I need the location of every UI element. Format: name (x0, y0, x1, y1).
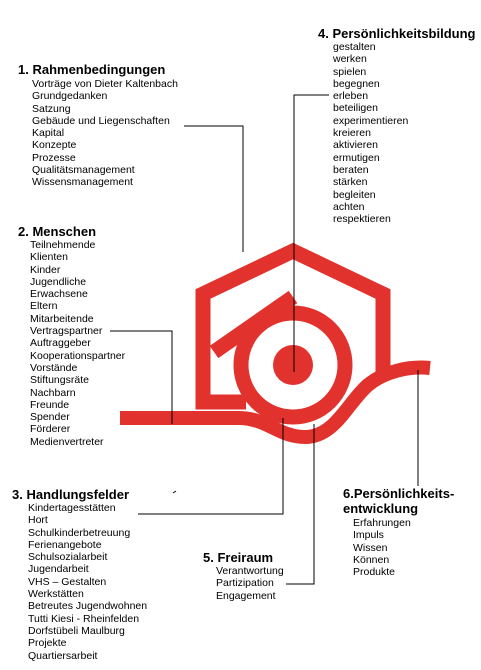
list-item: achten (333, 200, 365, 213)
list-item: beraten (333, 163, 369, 176)
list-item: gestalten (333, 41, 376, 53)
list-item: Verantwortung (216, 565, 284, 577)
connector-bildung (293, 94, 329, 372)
list-item: VHS – Gestalten (28, 575, 107, 588)
house-outline (195, 242, 391, 410)
section-handlungsfelder: 3. Handlungsfelder Kindertagesstätten Ho… (12, 487, 147, 662)
list-item: Jugendarbeit (28, 563, 89, 576)
heading-persoenlichkeitsentwicklung-line2: entwicklung (343, 501, 419, 516)
heading-handlungsfelder: 3. Handlungsfelder (12, 487, 130, 502)
list-item: Qualitätsmanagement (32, 164, 135, 177)
connector-lines (110, 94, 419, 585)
heading-persoenlichkeitsentwicklung-line1: 6.Persönlichkeits- (343, 486, 455, 501)
list-rahmenbedingungen: Vorträge von Dieter Kaltenbach Grundgeda… (32, 78, 178, 189)
list-persoenlichkeitsbildung: gestalten werken spielen begegnen erlebe… (333, 41, 475, 225)
list-item: Erfahrungen (353, 517, 411, 529)
list-item: Freunde (30, 398, 70, 411)
list-item: Ferienangebote (28, 538, 102, 551)
list-item: Betreutes Jugendwohnen (28, 600, 148, 613)
list-item: Förderer (30, 423, 71, 436)
heading-persoenlichkeitsbildung: 4. Persönlichkeitsbildung (318, 26, 476, 41)
list-item: Grundgedanken (32, 90, 108, 103)
list-item: kreieren (333, 127, 371, 140)
connector-handlung (138, 418, 284, 515)
list-item: Vorträge von Dieter Kaltenbach (32, 78, 178, 90)
list-item: Hort (28, 514, 48, 527)
list-item: Wissen (353, 541, 388, 554)
list-item: Konzepte (32, 139, 77, 152)
list-item: Medienvertreter (30, 435, 104, 448)
list-item: Partizipation (216, 577, 274, 590)
list-item: ermutigen (333, 151, 380, 164)
section-persoenlichkeitsbildung: 4. Persönlichkeitsbildung gestalten werk… (318, 26, 475, 225)
section-freiraum: 5. Freiraum Verantwortung Partizipation … (203, 550, 284, 602)
list-item: Klienten (30, 251, 68, 264)
list-freiraum: Verantwortung Partizipation Engagement (216, 565, 284, 602)
section-rahmenbedingungen: 1. Rahmenbedingungen Vorträge von Dieter… (18, 62, 178, 189)
list-item: Kapital (32, 127, 65, 140)
heading-freiraum: 5. Freiraum (203, 550, 274, 565)
list-item: begegnen (333, 77, 380, 90)
list-item: Vertragspartner (30, 325, 103, 338)
heading-rahmenbedingungen: 1. Rahmenbedingungen (18, 62, 166, 77)
list-item: aktivieren (333, 139, 378, 152)
list-item: Jugendliche (30, 275, 87, 288)
list-item: Auftraggeber (30, 337, 91, 350)
list-item: Können (353, 553, 390, 566)
section-menschen: 2. Menschen Teilnehmende Klienten Kinder… (18, 224, 125, 448)
list-item: Kinder (30, 263, 61, 276)
list-item: Vorstände (30, 361, 78, 374)
list-handlungsfelder: Kindertagesstätten Hort Schulkinderbetre… (28, 502, 147, 662)
list-item: spielen (333, 65, 367, 78)
list-item: Erwachsene (30, 288, 88, 301)
list-item: Satzung (32, 102, 71, 115)
house-logo (120, 242, 431, 445)
ground-band (120, 360, 431, 445)
list-persoenlichkeitsentwicklung: Erfahrungen Impuls Wissen Können Produkt… (353, 517, 454, 578)
list-menschen: Teilnehmende Klienten Kinder Jugendliche… (30, 239, 125, 448)
list-item: Kooperationspartner (30, 349, 126, 362)
heading-menschen: 2. Menschen (18, 224, 97, 239)
list-item: erleben (333, 90, 369, 103)
list-item: Teilnehmende (30, 239, 96, 251)
list-item: Nachbarn (30, 386, 76, 399)
outer-ring (233, 305, 353, 425)
list-item: Produkte (353, 566, 396, 579)
list-item: beteiligen (333, 102, 378, 115)
list-item: Quartiersarbeit (28, 649, 98, 662)
list-item: respektieren (333, 213, 391, 226)
list-item: Spender (30, 411, 70, 424)
list-item: Gebäude und Liegenschaften (32, 114, 170, 127)
list-item: Tutti Kiesi - Rheinfelden (28, 612, 140, 625)
list-item: Werkstätten (28, 588, 84, 601)
connector-rahmen (184, 125, 244, 252)
list-item: Engagement (216, 589, 276, 602)
connector-freiraum (286, 424, 315, 585)
connector-menschen (110, 330, 173, 424)
list-item: Schulkinderbetreuung (28, 526, 131, 539)
list-item: Projekte (28, 637, 67, 650)
list-item: Wissensmanagement (32, 176, 133, 189)
section-persoenlichkeitsentwicklung: 6.Persönlichkeits- entwicklung Erfahrung… (343, 486, 454, 578)
list-item: Impuls (353, 529, 384, 542)
list-item: Prozesse (32, 151, 76, 164)
list-item: Eltern (30, 300, 58, 313)
list-item: Kindertagesstätten (28, 502, 116, 514)
list-item: stärken (333, 176, 368, 189)
list-item: Dorfstübeli Maulburg (28, 624, 125, 637)
inner-dot (273, 345, 313, 385)
list-item: Stiftungsräte (30, 374, 89, 387)
list-item: Mitarbeitende (30, 312, 94, 325)
list-item: werken (333, 53, 367, 66)
list-item: experimentieren (333, 114, 409, 127)
list-item: begleiten (333, 188, 376, 201)
tick-mark (172, 490, 177, 494)
list-item: Schulsozialarbeit (28, 551, 108, 564)
